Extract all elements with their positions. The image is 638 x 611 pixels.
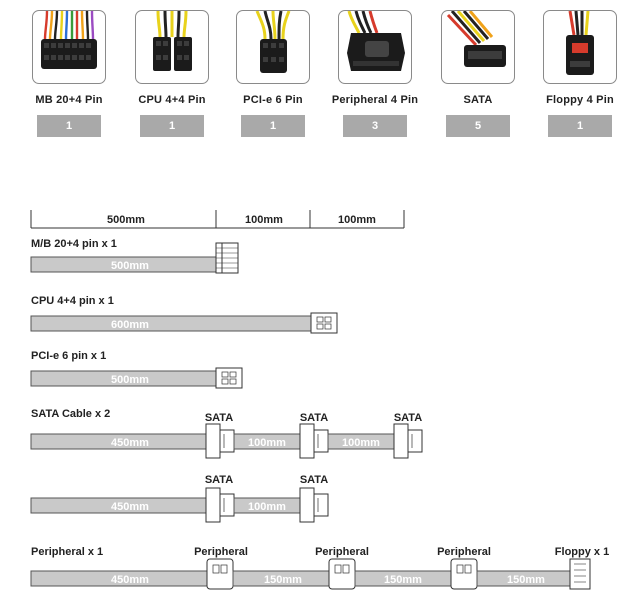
plug-label: SATA xyxy=(205,474,233,486)
plug-label: Peripheral xyxy=(194,546,248,558)
connector-label: PCI-e 6 Pin xyxy=(243,94,303,106)
cpu-8pin-plug xyxy=(310,312,338,334)
plug-label: SATA xyxy=(205,412,233,424)
segment-length-label: 500mm xyxy=(111,374,149,386)
segment-length-label: 450mm xyxy=(111,574,149,586)
sata-plug xyxy=(205,487,235,523)
segment-length-label: 600mm xyxy=(111,319,149,331)
sata-connector-icon xyxy=(441,10,515,84)
segment-length-label: 100mm xyxy=(248,501,286,513)
connector-label: Floppy 4 Pin xyxy=(546,94,614,106)
connector-label: Peripheral 4 Pin xyxy=(331,94,419,106)
peripheral-4pin-plug xyxy=(450,558,478,590)
sata-plug xyxy=(299,423,329,459)
floppy-4pin-plug xyxy=(569,558,591,590)
connector-count-badge: 1 xyxy=(140,115,204,137)
plug-label: SATA xyxy=(300,412,328,424)
sata-plug xyxy=(393,423,423,459)
segment-length-label: 450mm xyxy=(111,501,149,513)
cable-title: CPU 4+4 pin x 1 xyxy=(31,295,114,307)
length-scale-ruler xyxy=(30,210,405,229)
floppy-4pin-connector-icon xyxy=(543,10,617,84)
plug-label: SATA xyxy=(300,474,328,486)
atx-24pin-connector-icon xyxy=(32,10,106,84)
plug-label: SATA xyxy=(394,412,422,424)
segment-length-label: 450mm xyxy=(111,437,149,449)
cable-title: M/B 20+4 pin x 1 xyxy=(31,238,117,250)
segment-length-label: 150mm xyxy=(507,574,545,586)
end-connector-label: Floppy x 1 xyxy=(555,546,609,558)
connector-count-badge: 1 xyxy=(548,115,612,137)
cpu-8pin-connector-icon xyxy=(135,10,209,84)
sata-plug xyxy=(205,423,235,459)
connector-count-badge: 3 xyxy=(343,115,407,137)
pcie-6pin-connector-icon xyxy=(236,10,310,84)
connector-count-badge: 1 xyxy=(37,115,101,137)
cable-title: Peripheral x 1 xyxy=(31,546,103,558)
cable-title: SATA Cable x 2 xyxy=(31,408,110,420)
cable-title: PCI-e 6 pin x 1 xyxy=(31,350,106,362)
connector-card-floppy: Floppy 4 Pin 1 xyxy=(530,10,630,137)
segment-length-label: 500mm xyxy=(111,260,149,272)
connector-label: SATA xyxy=(463,94,493,106)
segment-length-label: 100mm xyxy=(248,437,286,449)
segment-length-label: 150mm xyxy=(264,574,302,586)
connector-count-badge: 1 xyxy=(241,115,305,137)
connector-card-peripheral: Peripheral 4 Pin 3 xyxy=(325,10,425,137)
sata-plug xyxy=(299,487,329,523)
plug-label: Peripheral xyxy=(315,546,369,558)
peripheral-4pin-plug xyxy=(328,558,356,590)
scale-label: 500mm xyxy=(107,214,145,226)
connector-count-badge: 5 xyxy=(446,115,510,137)
plug-label: Peripheral xyxy=(437,546,491,558)
connector-card-pcie: PCI-e 6 Pin 1 xyxy=(223,10,323,137)
connector-label: CPU 4+4 Pin xyxy=(138,94,206,106)
connector-card-cpu: CPU 4+4 Pin 1 xyxy=(122,10,222,137)
segment-length-label: 100mm xyxy=(342,437,380,449)
atx-24pin-plug xyxy=(215,242,239,274)
pcie-6pin-plug xyxy=(215,367,243,389)
connector-label: MB 20+4 Pin xyxy=(35,94,103,106)
connector-card-sata: SATA 5 xyxy=(428,10,528,137)
cable-segment xyxy=(30,315,313,332)
scale-label: 100mm xyxy=(245,214,283,226)
peripheral-4pin-plug xyxy=(206,558,234,590)
scale-label: 100mm xyxy=(338,214,376,226)
connector-card-mb: MB 20+4 Pin 1 xyxy=(19,10,119,137)
segment-length-label: 150mm xyxy=(384,574,422,586)
molex-4pin-connector-icon xyxy=(338,10,412,84)
